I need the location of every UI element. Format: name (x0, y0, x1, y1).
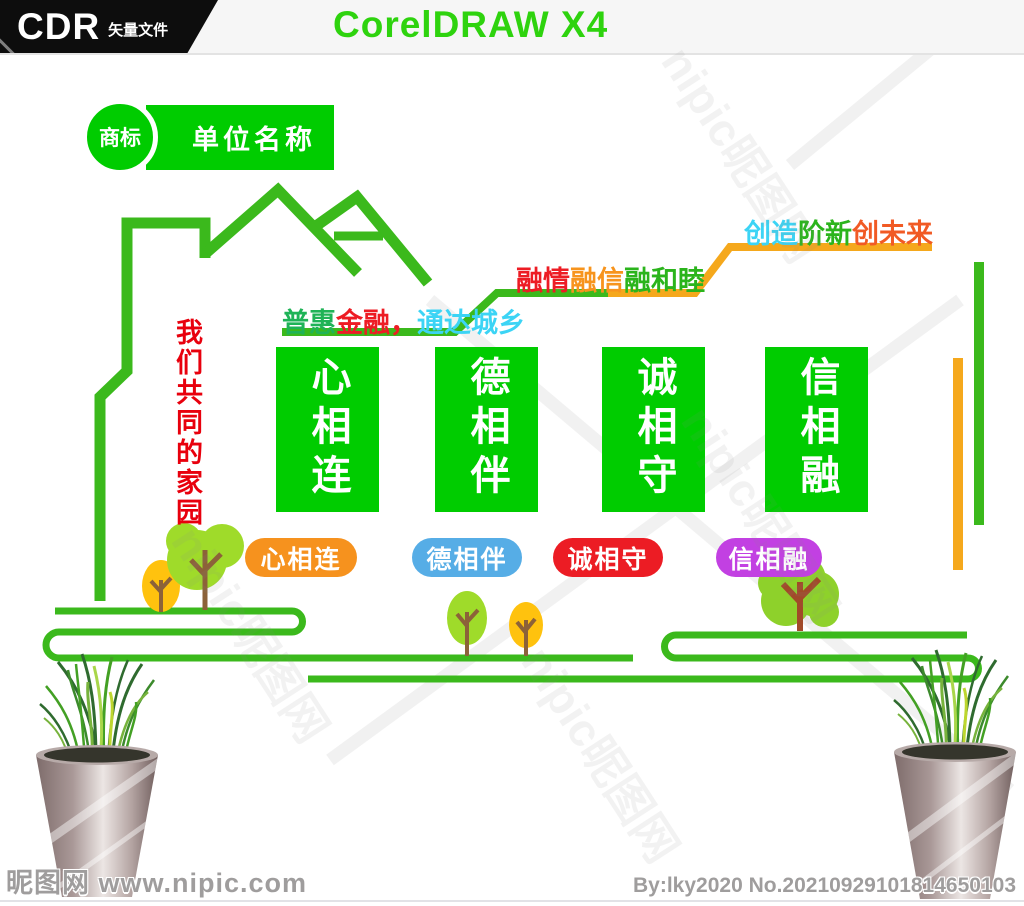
culture-panel: 心相连 (276, 347, 379, 512)
badge-text: 诚相守 (567, 545, 649, 574)
unit-name-label: 单位名称 (192, 125, 316, 155)
unit-name-plate: 单位名称 (146, 105, 334, 170)
badge-text: 心相连 (260, 545, 342, 574)
culture-panel: 信相融 (765, 347, 868, 512)
slogan-harmony: 融情融信融和睦 (516, 259, 705, 298)
credit-watermark: By:lky2020 No.20210929101814650103 (633, 874, 1016, 897)
slogan-part: 金融， (336, 308, 417, 338)
slogan-part: 融和睦 (624, 266, 705, 296)
slogan-part: 融情 (516, 266, 570, 296)
tree-icon (447, 591, 543, 656)
slogan-part: 普惠 (282, 308, 336, 338)
culture-badge: 信相融 (716, 538, 822, 577)
slogan-part: 创造 (744, 219, 798, 249)
panel-text: 德相伴 (464, 356, 509, 503)
vertical-accent-bars (953, 262, 984, 570)
site-watermark: 昵图网 www.nipic.com (6, 861, 307, 900)
ground-line-left (42, 607, 633, 662)
house-outline-icon (94, 182, 433, 601)
trademark-circle: 商标 (82, 99, 158, 175)
panel-text: 心相连 (305, 356, 350, 503)
trademark-label: 商标 (99, 127, 141, 150)
culture-panel: 德相伴 (435, 347, 538, 512)
slogan-step-line (282, 243, 932, 336)
culture-badge: 心相连 (245, 538, 357, 577)
site-logo-text: 昵图网 (6, 868, 90, 898)
theme-title-vertical: 我们共同的家园 (172, 318, 202, 528)
format-title: CDR (17, 6, 101, 47)
format-subtitle: 矢量文件 (108, 22, 169, 39)
slogan-part: 通达城乡 (417, 308, 525, 338)
badge-text: 信相融 (728, 545, 810, 574)
slogan-part: 创未来 (852, 219, 933, 249)
panel-text: 诚相守 (631, 356, 676, 503)
format-badge: CDR 矢量文件 (0, 0, 218, 53)
culture-panel: 诚相守 (602, 347, 705, 512)
preview-header: CDR 矢量文件 CorelDRAW X4 (0, 0, 1024, 55)
site-url-text: www.nipic.com (98, 868, 308, 898)
flower-pot (892, 648, 1016, 899)
slogan-inclusive-finance: 普惠金融，通达城乡 (282, 301, 525, 340)
software-title: CorelDRAW X4 (333, 4, 609, 45)
culture-badge: 德相伴 (412, 538, 522, 577)
footer-divider (0, 900, 1024, 902)
culture-badge: 诚相守 (553, 538, 663, 577)
slogan-part: 融信 (570, 266, 624, 296)
slogan-part: 阶新 (798, 219, 852, 249)
badge-text: 德相伴 (426, 545, 508, 574)
panel-text: 信相融 (794, 356, 839, 503)
slogan-future: 创造阶新创未来 (744, 212, 933, 251)
tree-icon (142, 523, 244, 612)
